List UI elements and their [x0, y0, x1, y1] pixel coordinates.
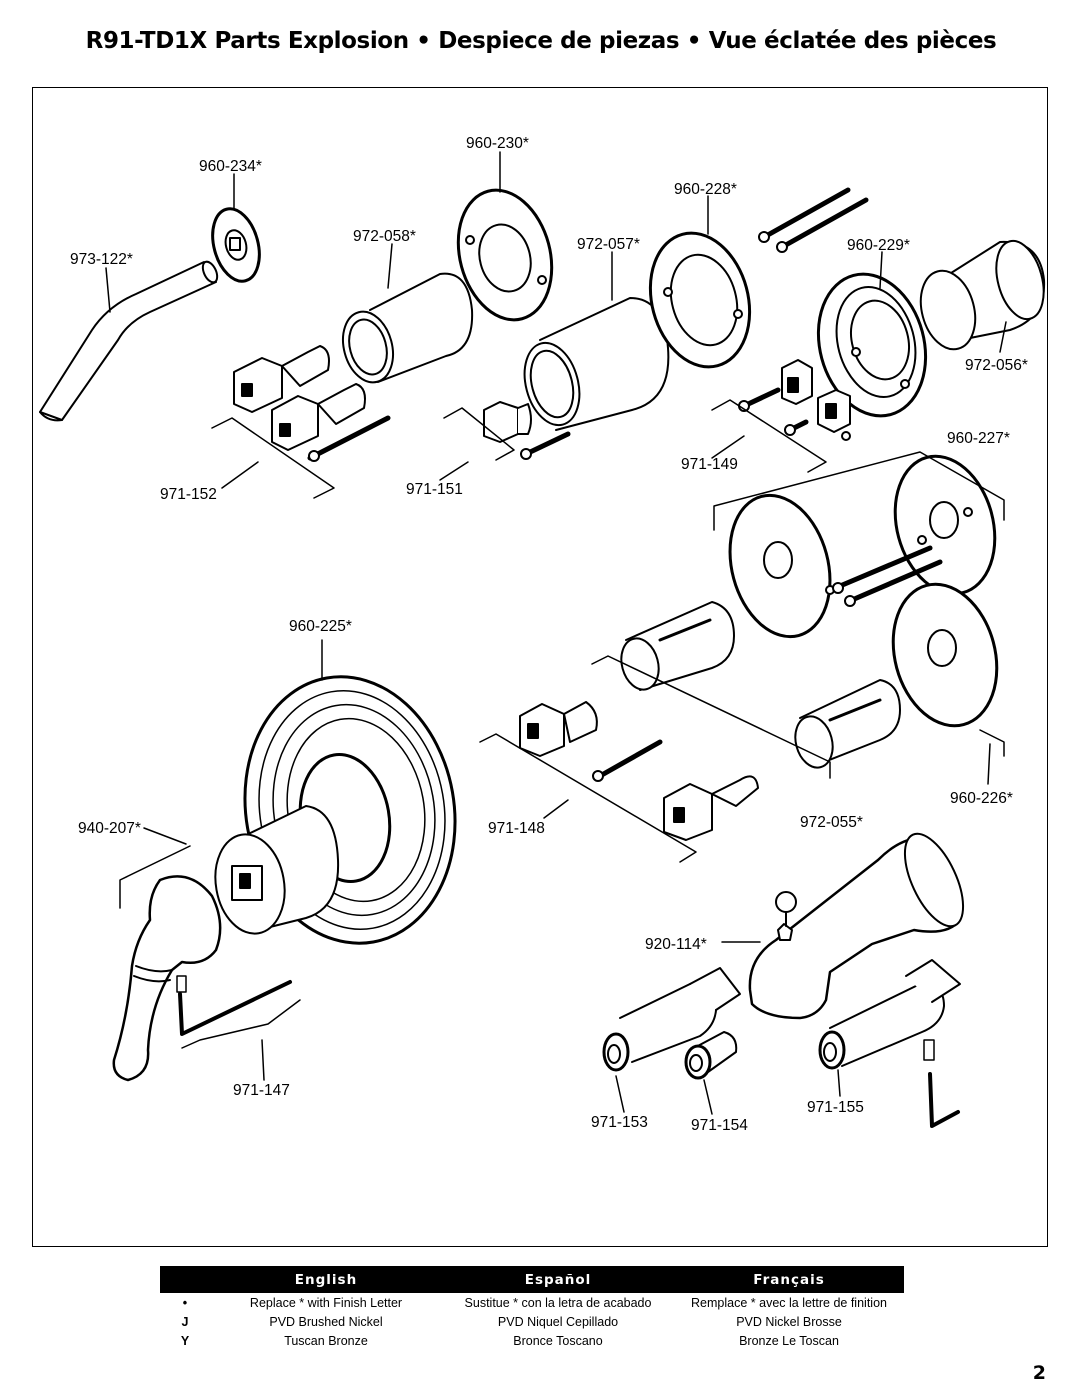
trim-ring-960-230 — [456, 188, 554, 322]
plate-960-226 — [891, 582, 1005, 757]
callout-972-055: 972-055* — [800, 814, 863, 831]
legend-code: • — [182, 1295, 188, 1310]
legend-french: PVD Nickel Brosse — [736, 1314, 842, 1329]
legend-row: Y Tuscan Bronze Bronce Toscano Bronze Le… — [160, 1331, 904, 1350]
callout-971-153: 971-153 — [591, 1114, 648, 1131]
legend-header-spanish: Español — [524, 1271, 592, 1288]
callout-973-122: 973-122* — [70, 251, 133, 268]
stop-971-154 — [684, 1031, 738, 1080]
legend-row: • Replace * with Finish Letter Sustitue … — [160, 1293, 904, 1312]
legend-header-french: Français — [753, 1271, 825, 1288]
callout-960-230: 960-230* — [466, 135, 529, 152]
callout-960-226: 960-226* — [950, 790, 1013, 807]
finish-legend: English Español Français • Replace * wit… — [160, 1266, 904, 1350]
callout-971-154: 971-154 — [691, 1117, 748, 1134]
allen-key-971-147 — [176, 975, 301, 1049]
lever-handle — [112, 875, 222, 1082]
legend-header-english: English — [294, 1271, 358, 1288]
callout-971-152: 971-152 — [160, 486, 217, 503]
legend-spanish: Bronce Toscano — [513, 1333, 603, 1348]
cartridge-971-151 — [443, 401, 571, 461]
callout-960-225: 960-225* — [289, 618, 352, 635]
small-escutcheon — [211, 207, 261, 283]
legend-english: Tuscan Bronze — [284, 1333, 368, 1348]
legend-code: Y — [180, 1333, 190, 1348]
callout-971-149: 971-149 — [681, 456, 738, 473]
stop-971-155 — [818, 959, 961, 1128]
cartridge-971-152 — [211, 345, 391, 499]
stop-971-153 — [602, 967, 741, 1072]
callout-960-228: 960-228* — [674, 181, 737, 198]
callout-960-234: 960-234* — [199, 158, 262, 175]
callout-971-148: 971-148 — [488, 820, 545, 837]
spout-arm — [39, 260, 219, 422]
long-screws — [758, 187, 869, 253]
knob-972-056 — [919, 239, 1046, 351]
sleeve-972-057 — [523, 297, 670, 431]
legend-spanish: Sustitue * con la letra de acabado — [464, 1295, 652, 1310]
parts-explosion-diagram: 960-234* 973-122* 972-058* 960-230* 972-… — [39, 135, 1046, 1134]
cartridge-971-148 — [479, 701, 759, 863]
callout-971-155: 971-155 — [807, 1099, 864, 1116]
legend-row: J PVD Brushed Nickel PVD Niquel Cepillad… — [160, 1312, 904, 1331]
legend-french: Bronze Le Toscan — [739, 1333, 839, 1348]
leader-lines — [105, 151, 1007, 1115]
callout-971-147: 971-147 — [233, 1082, 290, 1099]
cartridge-971-149 — [711, 359, 851, 473]
callout-972-057: 972-057* — [577, 236, 640, 253]
callout-940-207: 940-207* — [78, 820, 141, 837]
legend-spanish: PVD Niquel Cepillado — [497, 1314, 619, 1329]
sleeve-972-058 — [342, 272, 474, 384]
diagram-frame — [32, 87, 1048, 1247]
tub-spout — [748, 832, 965, 1020]
legend-french: Remplace * avec la lettre de finition — [691, 1295, 887, 1310]
sleeves-972-055 — [591, 601, 901, 779]
callout-972-058: 972-058* — [353, 228, 416, 245]
callout-920-114: 920-114* — [645, 936, 707, 953]
callout-960-229: 960-229* — [847, 237, 910, 254]
legend-english: Replace * with Finish Letter — [249, 1295, 403, 1310]
callout-972-056: 972-056* — [965, 357, 1028, 374]
ring-960-228 — [648, 231, 752, 369]
legend-english: PVD Brushed Nickel — [269, 1314, 383, 1329]
page-title: R91-TD1X Parts Explosion • Despiece de p… — [85, 28, 997, 54]
page-number: 2 — [1032, 1362, 1046, 1384]
legend-header: English Español Français — [160, 1266, 904, 1293]
valve-body-960-229 — [816, 272, 928, 418]
callout-960-227: 960-227* — [947, 430, 1010, 447]
legend-code: J — [181, 1314, 189, 1329]
handle-base-940-207 — [214, 805, 340, 935]
callout-971-151: 971-151 — [406, 481, 463, 498]
